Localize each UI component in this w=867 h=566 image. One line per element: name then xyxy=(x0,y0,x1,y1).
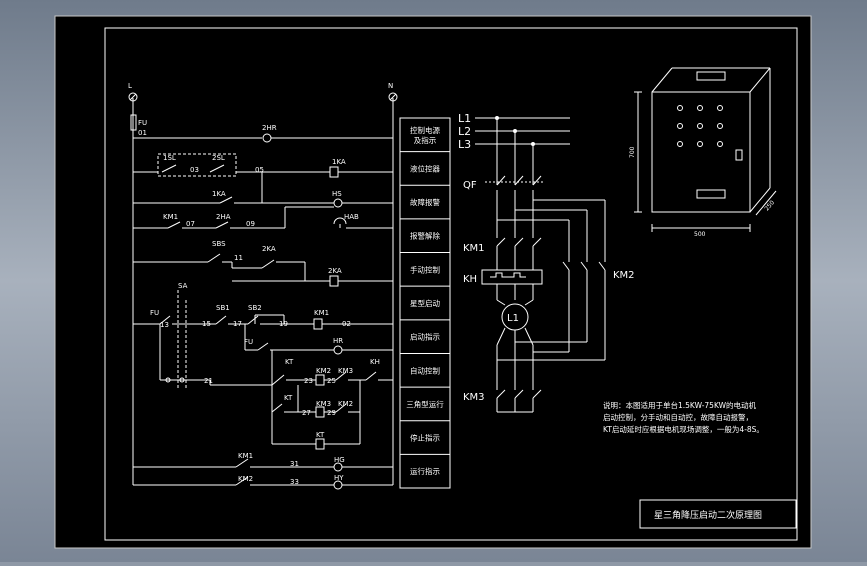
node-2sl: 2SL xyxy=(212,154,225,162)
function-label-8: 三角型运行 xyxy=(406,399,444,409)
node-fu3: FU xyxy=(244,338,253,346)
node-fu-main: FU xyxy=(138,119,147,127)
power-circuit: L1 L2 L3 QF KM1 KH KM2 L1 KM3 xyxy=(458,112,635,413)
power-kh: KH xyxy=(463,274,477,285)
node-hab: HAB xyxy=(344,213,359,221)
node-25: 25 xyxy=(327,377,336,385)
node-19: 19 xyxy=(279,320,288,328)
node-2ka-contact: 2KA xyxy=(262,245,276,253)
node-hg: HG xyxy=(334,456,345,464)
node-km2-a: KM2 xyxy=(316,367,331,375)
node-17: 17 xyxy=(233,320,242,328)
fuse-main xyxy=(130,114,137,131)
node-hy: HY xyxy=(334,474,344,482)
node-02: 02 xyxy=(342,320,351,328)
node-05: 05 xyxy=(255,166,264,174)
node-01: 01 xyxy=(138,129,147,137)
function-label-0: 及指示 xyxy=(414,135,437,145)
node-11: 11 xyxy=(234,254,243,262)
node-km3-b: KM3 xyxy=(316,400,331,408)
node-03: 03 xyxy=(190,166,199,174)
l-terminal xyxy=(128,92,138,102)
power-km3: KM3 xyxy=(463,392,485,403)
node-kt-coil: KT xyxy=(316,431,325,439)
node-kt1: KT xyxy=(285,358,294,366)
node-hs: HS xyxy=(332,190,342,198)
function-label-2: 故障报警 xyxy=(410,197,440,207)
node-hr: HR xyxy=(333,337,343,345)
function-label-9: 停止指示 xyxy=(410,433,440,443)
node-13: 13 xyxy=(160,321,169,329)
function-label-10: 运行指示 xyxy=(410,466,440,476)
drawing-frame xyxy=(104,27,798,541)
power-qf: QF xyxy=(463,180,477,191)
power-km2: KM2 xyxy=(613,270,635,281)
function-label-4: 手动控制 xyxy=(410,264,440,274)
cabinet-width: 500 xyxy=(694,231,706,238)
drawing-sheet xyxy=(54,15,812,549)
node-km1-coil: KM1 xyxy=(314,309,329,317)
power-l1: L1 xyxy=(458,112,471,125)
power-l3: L3 xyxy=(458,138,471,151)
node-km2-c: KM2 xyxy=(238,475,253,483)
node-27: 27 xyxy=(302,409,311,417)
node-kh: KH xyxy=(370,358,380,366)
node-33: 33 xyxy=(290,478,299,486)
node-n: N xyxy=(388,82,393,90)
node-sbs: SBS xyxy=(212,240,226,248)
node-29: 29 xyxy=(327,409,336,417)
node-31: 31 xyxy=(290,460,299,468)
motor-label: L1 xyxy=(507,313,519,324)
node-15: 15 xyxy=(202,320,211,328)
node-07: 07 xyxy=(186,220,195,228)
node-21: 21 xyxy=(204,377,213,385)
function-label-6: 启动指示 xyxy=(410,332,440,342)
node-2hr: 2HR xyxy=(262,124,277,132)
function-labels: 控制电源及指示液位控器故障报警报警解除手动控制星型启动启动指示自动控制三角型运行… xyxy=(399,117,451,489)
node-km3-a: KM3 xyxy=(338,367,353,375)
n-terminal xyxy=(388,92,398,102)
node-l: L xyxy=(128,82,132,90)
power-l2: L2 xyxy=(458,125,471,138)
node-fu2: FU xyxy=(150,309,159,317)
note-line-2: 启动控制，分手动和自动控，故障自动报警， xyxy=(603,412,753,422)
cabinet-height: 700 xyxy=(629,146,636,158)
drawing-title: 星三角降压启动二次原理图 xyxy=(654,509,762,521)
node-sb2: SB2 xyxy=(248,304,262,312)
node-09: 09 xyxy=(246,220,255,228)
function-label-5: 星型启动 xyxy=(410,298,440,308)
node-2ha: 2HA xyxy=(216,213,231,221)
node-23: 23 xyxy=(304,377,313,385)
node-2ka-coil: 2KA xyxy=(328,267,342,275)
node-km2-b: KM2 xyxy=(338,400,353,408)
power-km1: KM1 xyxy=(463,243,485,254)
function-label-0: 控制电源 xyxy=(410,125,440,135)
note-line-3: KT启动延时应根据电机现场调整，一般为4-8S。 xyxy=(603,424,764,434)
node-1ka-coil: 1KA xyxy=(332,158,346,166)
note-line-1: 说明：本图适用于单台1.5KW-75KW的电动机 xyxy=(603,400,757,410)
function-label-1: 液位控器 xyxy=(410,163,440,173)
node-km1: KM1 xyxy=(163,213,178,221)
function-label-3: 报警解除 xyxy=(410,231,440,241)
node-km1-b: KM1 xyxy=(238,452,253,460)
node-1ka-contact: 1KA xyxy=(212,190,226,198)
control-circuit: L N FU 01 2HR 1SL 2SL 03 1KA 1KA 05 HS K… xyxy=(128,82,398,490)
node-sa: SA xyxy=(178,282,188,290)
node-kt2: KT xyxy=(284,394,293,402)
cabinet-drawing: 700 500 250 xyxy=(629,67,777,238)
title-block xyxy=(639,499,797,529)
function-label-7: 自动控制 xyxy=(410,365,440,375)
node-1sl: 1SL xyxy=(163,154,176,162)
node-sb1: SB1 xyxy=(216,304,230,312)
buzzer-hab xyxy=(333,217,347,225)
